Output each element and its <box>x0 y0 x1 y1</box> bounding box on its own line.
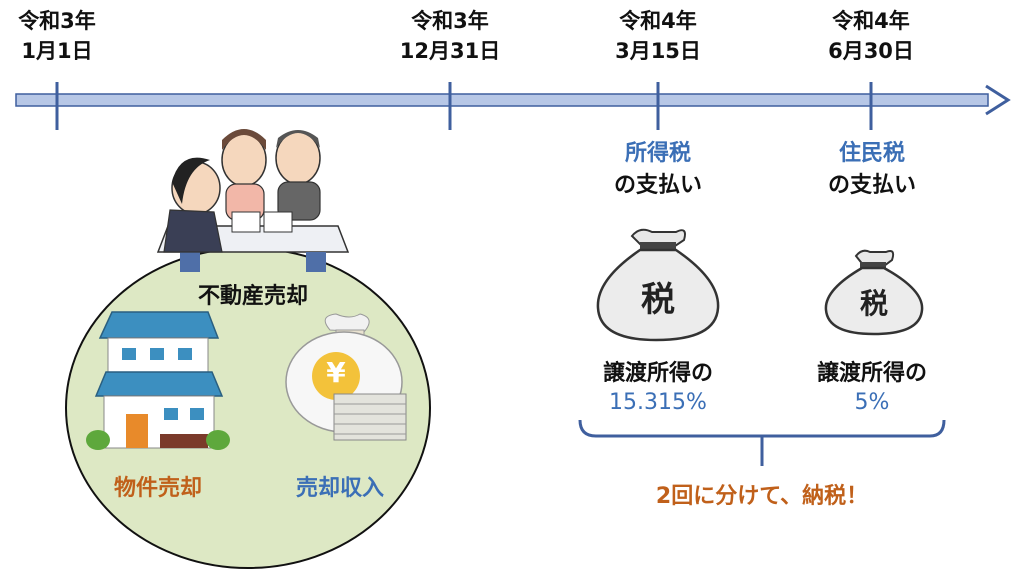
timeline-ticks <box>55 82 873 130</box>
income-tax-rate: 15.315% <box>609 390 707 415</box>
income-tax-bag-label: 税 <box>641 280 675 320</box>
resident-tax-bag-label: 税 <box>859 287 888 320</box>
resident-tax-rate: 5% <box>854 390 890 415</box>
sale-proceeds-label: 売却収入 <box>295 476 384 501</box>
date-year: 令和3年 <box>411 9 489 33</box>
date-day: 1月1日 <box>21 39 93 63</box>
date-label-mar15: 令和4年 3月15日 <box>593 6 723 66</box>
bracket <box>578 419 946 438</box>
timeline-arrow <box>15 84 1011 116</box>
resident-tax-subtitle: の支払い <box>827 173 916 198</box>
date-year: 令和3年 <box>18 9 96 33</box>
date-label-jun30: 令和4年 6月30日 <box>806 6 936 66</box>
meeting-illustration <box>156 129 350 272</box>
income-tax-rate-label: 譲渡所得の <box>602 361 713 386</box>
date-day: 12月31日 <box>399 39 501 63</box>
cash-stack-icon <box>333 393 407 441</box>
date-year: 令和4年 <box>832 9 910 33</box>
real-estate-sale-label: 不動産売却 <box>197 284 308 309</box>
income-tax-subtitle: の支払い <box>613 173 702 198</box>
date-day: 3月15日 <box>615 39 701 63</box>
date-label-jan1: 令和3年 1月1日 <box>0 6 122 66</box>
summary-text: 2回に分けて、納税！ <box>655 484 869 509</box>
yen-symbol: ¥ <box>326 356 346 389</box>
date-year: 令和4年 <box>619 9 697 33</box>
income-tax-bag-icon <box>596 228 720 342</box>
resident-tax-rate-label: 譲渡所得の <box>816 361 927 386</box>
house-icon <box>86 311 230 450</box>
date-label-dec31: 令和3年 12月31日 <box>385 6 515 66</box>
resident-tax-title: 住民税 <box>838 141 905 166</box>
income-tax-title: 所得税 <box>624 141 691 166</box>
property-sale-label: 物件売却 <box>113 476 202 501</box>
date-day: 6月30日 <box>828 39 914 63</box>
resident-tax-bag-icon <box>824 249 924 336</box>
